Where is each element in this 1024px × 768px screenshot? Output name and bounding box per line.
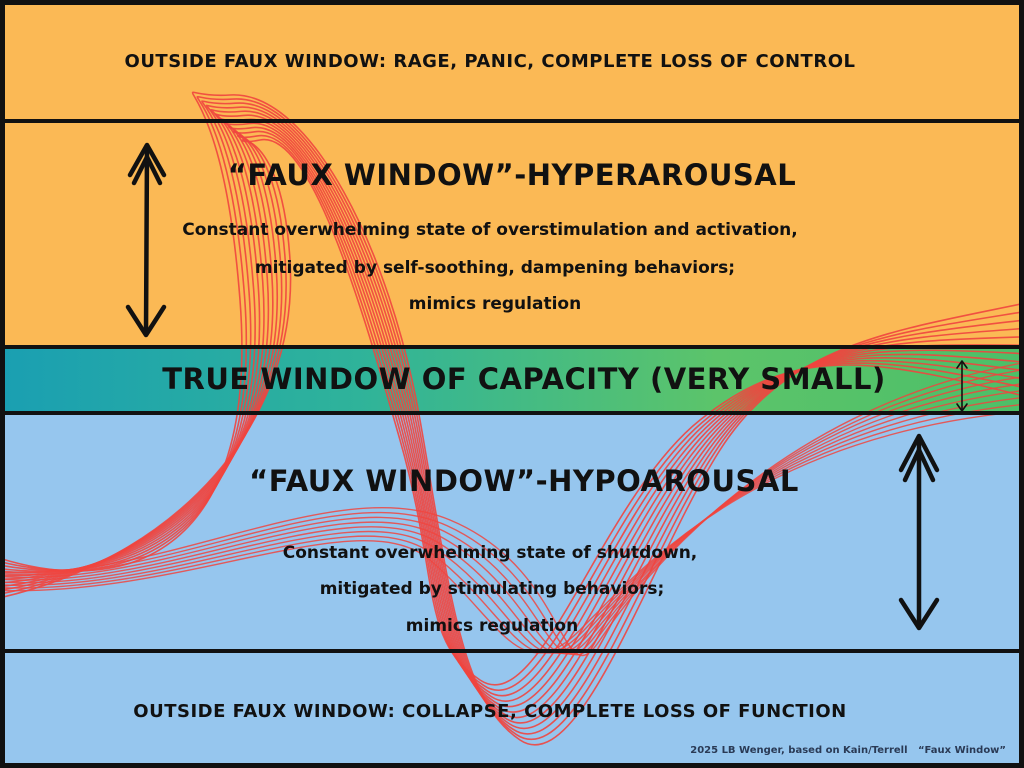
hypoarousal-title: “FAUX WINDOW”-HYPOAROUSAL (249, 464, 799, 498)
hyperarousal-line-1: Constant overwhelming state of overstimu… (182, 220, 798, 240)
wave-line (0, 113, 1024, 719)
divider-true-hypo (0, 411, 1024, 415)
wave-line (0, 382, 1024, 655)
hyperarousal-zone (0, 122, 1024, 348)
outside-top-zone (0, 0, 1024, 122)
wave-line (0, 403, 1024, 654)
hypoarousal-line-2: mitigated by stimulating behaviors; (319, 579, 665, 599)
hypoarousal-line-3: mimics regulation (405, 616, 579, 636)
wave-line (0, 108, 1024, 724)
wave-line (0, 91, 1024, 746)
hypoarousal-line-1: Constant overwhelming state of shutdown, (282, 543, 698, 563)
wave-line (0, 389, 1024, 655)
outside-bottom-zone (0, 652, 1024, 768)
divider-bottom (0, 649, 1024, 653)
wave-line (0, 139, 1024, 686)
frame-bottom (0, 763, 1024, 768)
wave-line (0, 410, 1024, 654)
wave-line (0, 396, 1024, 654)
wave-line (0, 369, 1024, 656)
divider-top (0, 119, 1024, 123)
outside-top-label: OUTSIDE FAUX WINDOW: RAGE, PANIC, COMPLE… (124, 51, 856, 72)
frame-left (0, 0, 5, 768)
wave-line (0, 117, 1024, 713)
wave-line (0, 134, 1024, 691)
divider-hyper-true (0, 345, 1024, 349)
hyperarousal-line-3: mimics regulation (408, 294, 582, 314)
frame-top (0, 0, 1024, 5)
double-arrow-vertical-icon (898, 433, 940, 631)
wave-line (0, 100, 1024, 735)
hyperarousal-line-2: mitigated by self-soothing, dampening be… (254, 258, 736, 278)
wave-line (0, 121, 1024, 708)
credit-line: 2025 LB Wenger, based on Kain/Terrell “F… (690, 745, 1006, 756)
wave-line (0, 95, 1024, 741)
wave-line (0, 130, 1024, 697)
hyperarousal-title: “FAUX WINDOW”-HYPERAROUSAL (227, 158, 797, 192)
outside-bottom-label: OUTSIDE FAUX WINDOW: COLLAPSE, COMPLETE … (133, 701, 847, 722)
wave-line (0, 376, 1024, 655)
frame-right (1019, 0, 1024, 768)
double-arrow-vertical-icon (125, 142, 167, 338)
wave-line (0, 362, 1024, 656)
double-arrow-vertical-icon (956, 360, 968, 412)
true-window-label: TRUE WINDOW OF CAPACITY (VERY SMALL) (162, 362, 886, 396)
